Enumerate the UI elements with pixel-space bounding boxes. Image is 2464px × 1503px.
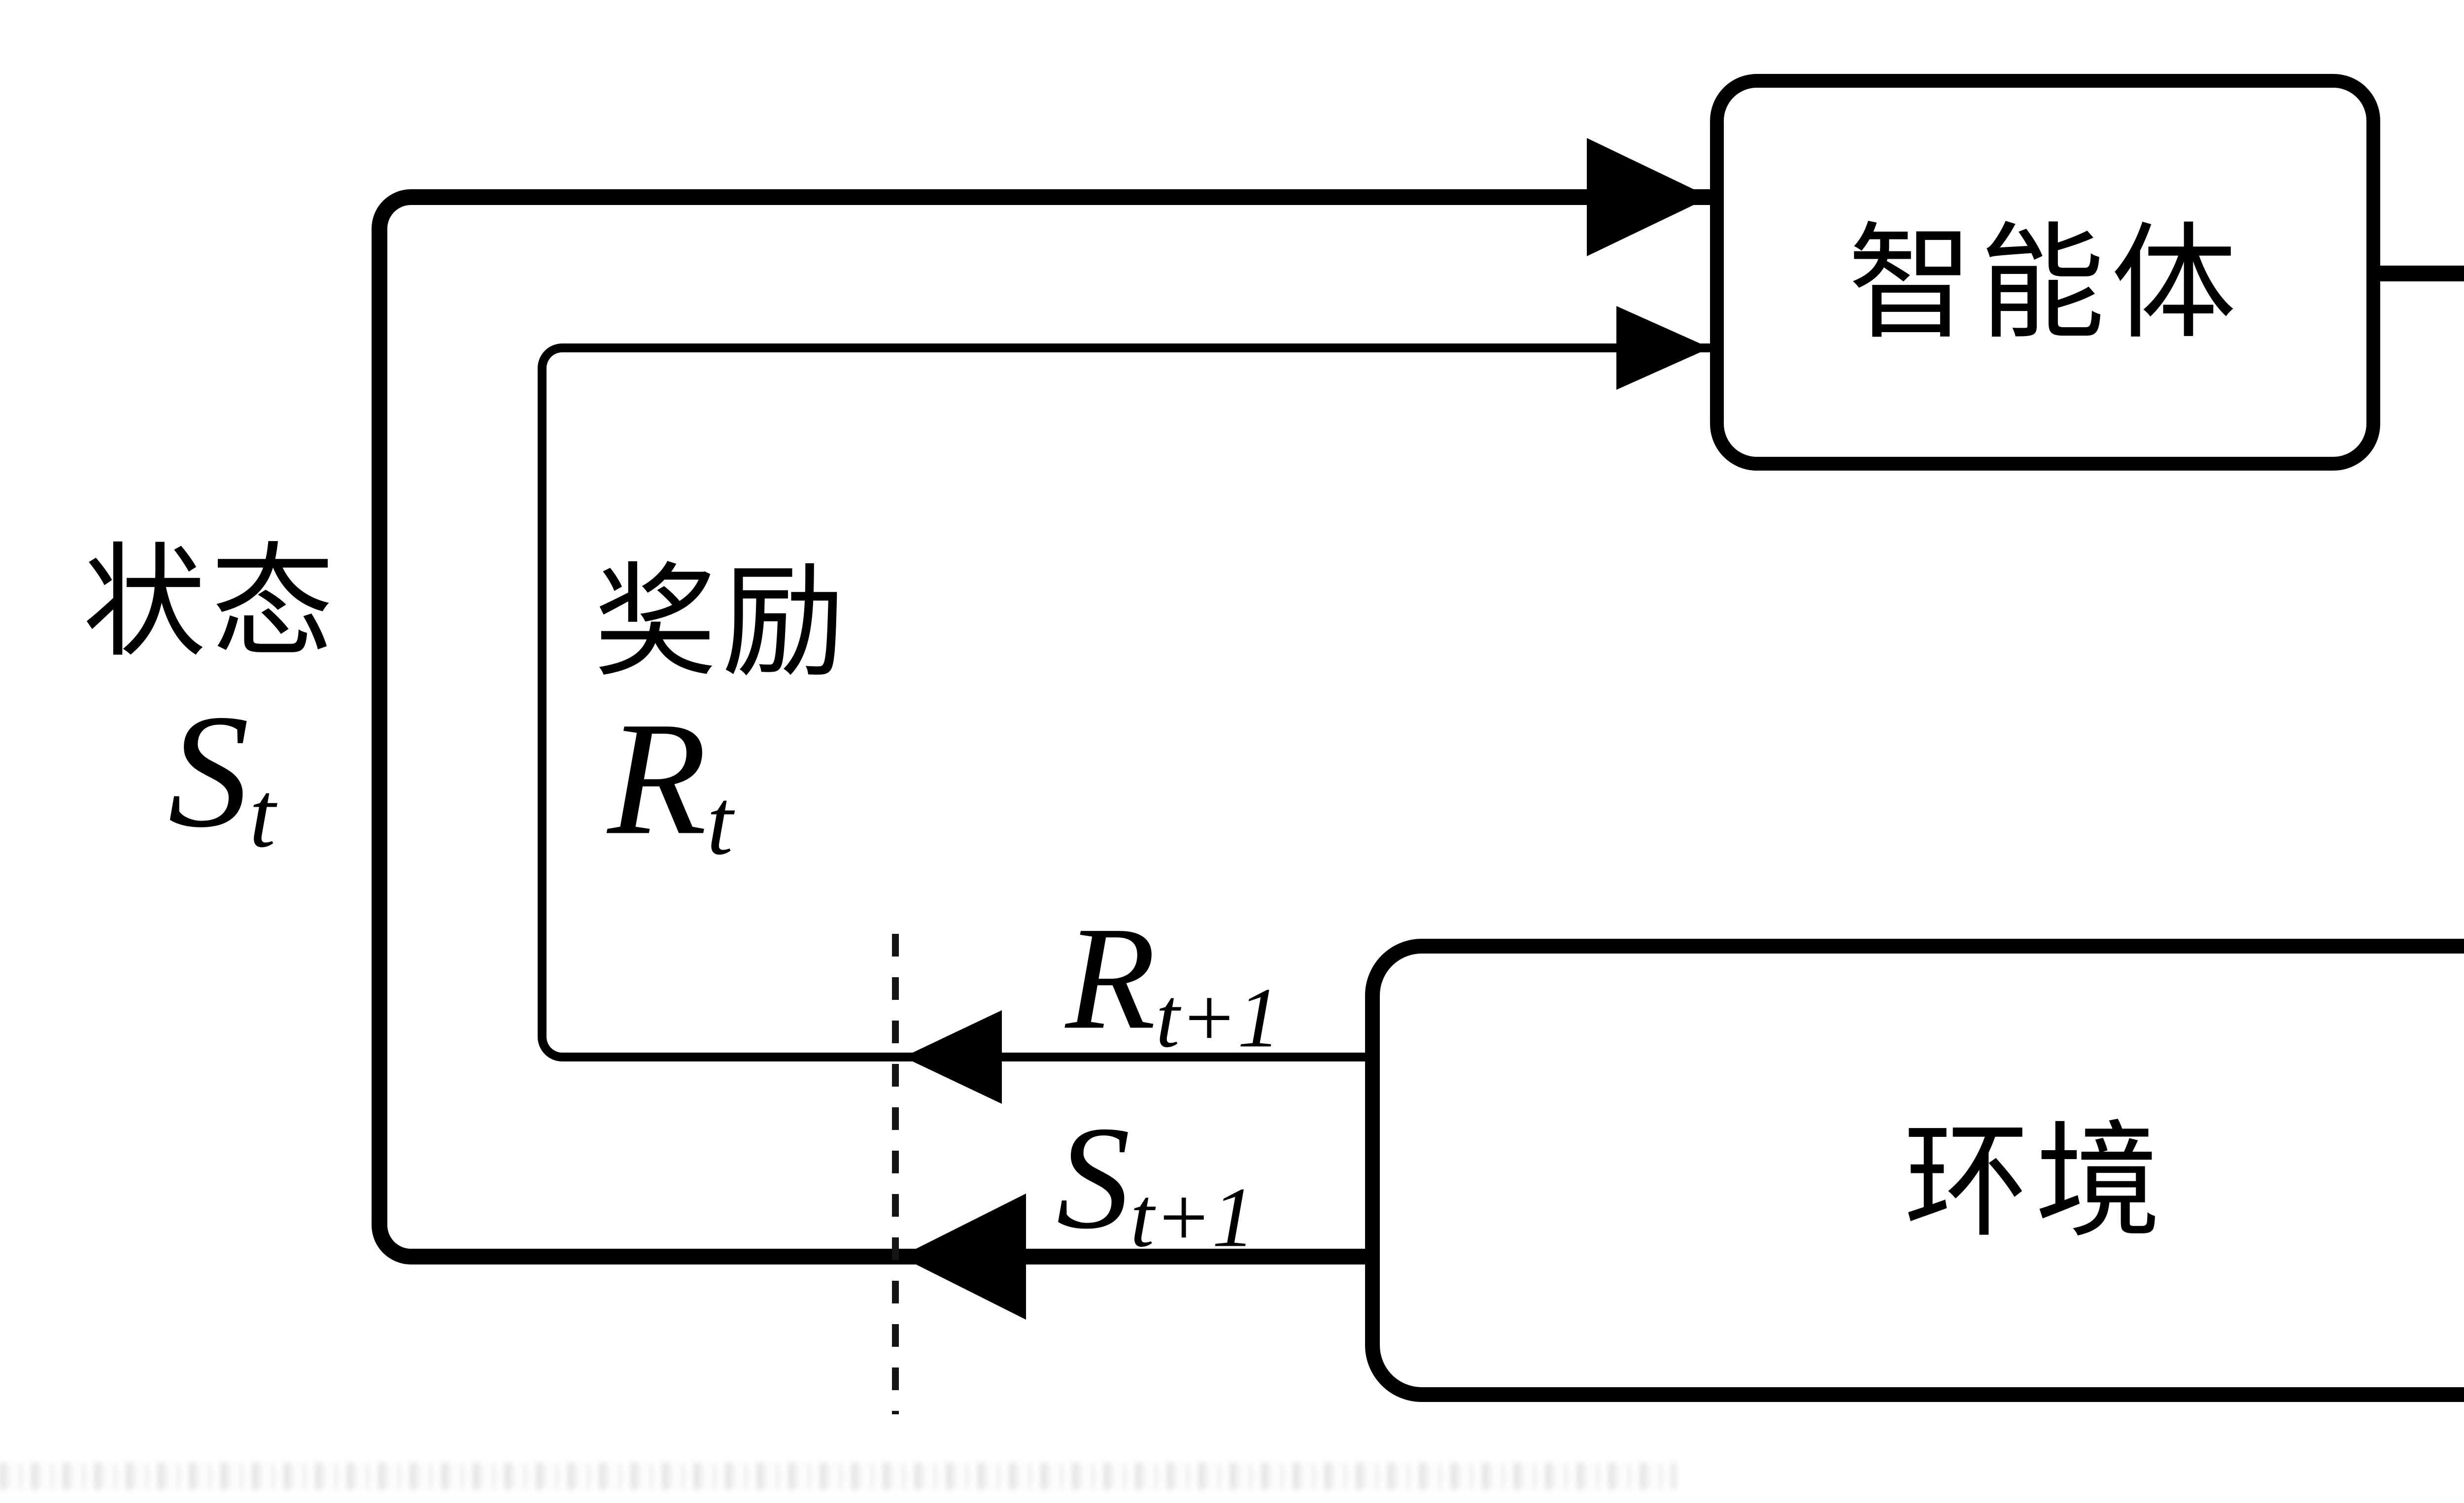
cropped-text-artifact (0, 1463, 1676, 1490)
next-reward-arrowhead-icon (903, 1010, 1002, 1104)
next-state-arrowhead-icon (900, 1194, 1026, 1320)
state-label: 状态 (83, 536, 339, 672)
environment-box-label: 环境 (1903, 1113, 2167, 1253)
next-reward-symbol: Rt+1 (1065, 896, 1281, 1065)
timestep-boundary-dashed-line (892, 934, 899, 1414)
reward-symbol: Rt (607, 688, 733, 875)
next-state-symbol: St+1 (1056, 1095, 1255, 1265)
agent-box-label: 智能体 (1848, 215, 2243, 354)
agent-box: 智能体 (1710, 74, 2380, 471)
reward-arrowhead-icon (1616, 306, 1710, 390)
reward-label: 奖励 (594, 555, 850, 692)
environment-box: 环境 (1365, 939, 2464, 1402)
state-symbol: St (168, 681, 276, 867)
reward-loop-line (538, 343, 1710, 1061)
state-arrowhead-icon (1587, 138, 1710, 256)
